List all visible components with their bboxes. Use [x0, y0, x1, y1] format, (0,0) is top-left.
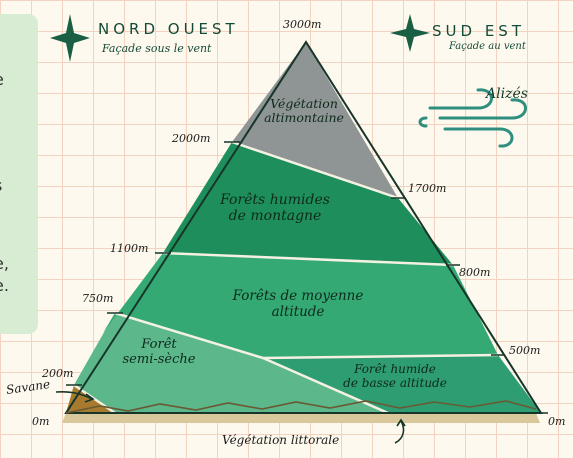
wind-label: Alizés — [486, 86, 528, 102]
zone-label-semi-seche: Forêt semi-sèche — [104, 337, 214, 368]
boundary-line — [162, 251, 454, 267]
boundary-line — [114, 311, 264, 360]
altitude-label-left: 750m — [82, 292, 114, 305]
zone-altimontaine — [232, 42, 398, 198]
zone-littoral-band — [62, 413, 540, 423]
zone-moyenne-altitude — [103, 253, 498, 358]
altitude-label-left: 2000m — [172, 132, 211, 145]
littoral-arrow-head — [396, 418, 406, 427]
zone-label-line: Forêts humides — [220, 192, 330, 208]
zone-label-line: altimontaine — [264, 110, 344, 126]
sidebar-text-fragment: e — [0, 70, 4, 89]
sidebar-panel: e s e, e. — [0, 14, 38, 334]
boundary-line — [262, 353, 499, 360]
zone-basse-altitude — [263, 355, 541, 413]
savane-arrow-head — [84, 393, 95, 403]
header-sud-est: SUD EST — [432, 22, 525, 40]
littoral-arrow — [394, 420, 405, 444]
boundary-line — [231, 140, 399, 200]
subtitle-au-vent: Façade au vent — [449, 41, 526, 52]
littoral-label: Végétation littorale — [222, 433, 340, 447]
zone-label-montagne: Forêts humides de montagne — [200, 192, 350, 224]
zone-label-line: altitude — [271, 303, 325, 320]
sidebar-text-fragment: s — [0, 176, 2, 195]
zone-label-line: de montagne — [228, 208, 322, 225]
zone-montagne — [163, 142, 453, 265]
altitude-label-right: 1700m — [408, 182, 447, 195]
zone-semi-seche — [74, 313, 388, 413]
zone-label-line: Forêt — [141, 337, 177, 352]
zone-label-line: semi-sèche — [122, 351, 196, 367]
zone-label-altimontaine: Végétation altimontaine — [244, 96, 364, 126]
altitude-label-right: 500m — [509, 344, 541, 357]
header-nord-ouest: NORD OUEST — [98, 20, 239, 38]
sidebar-text-fragment: e, — [0, 254, 9, 273]
zone-label-moyenne-altitude: Forêts de moyenne altitude — [218, 288, 378, 320]
zone-label-line: Forêt humide — [354, 362, 436, 376]
zone-label-line: Végétation — [270, 96, 338, 111]
altitude-label-left: 1100m — [110, 242, 149, 255]
zone-label-basse-altitude: Forêt humide de basse altitude — [320, 362, 470, 391]
wind-icon — [418, 88, 527, 148]
altitude-label-left: 200m — [42, 367, 74, 380]
littoral-silhouette — [65, 400, 537, 414]
altitude-label-right: 0m — [548, 415, 566, 428]
altitude-label-summit: 3000m — [283, 18, 322, 31]
savane-arrow — [55, 391, 93, 400]
altitude-label-right: 800m — [459, 266, 491, 279]
zone-label-line: Forêts de moyenne — [232, 288, 364, 304]
altitude-label-left: 0m — [32, 415, 50, 428]
compass-star-icon — [390, 14, 430, 52]
boundary-line — [262, 356, 389, 415]
zone-label-line: de basse altitude — [343, 375, 447, 390]
sidebar-text-fragment: e. — [0, 276, 9, 295]
pyramid-outline — [64, 40, 543, 414]
subtitle-sous-le-vent: Façade sous le vent — [102, 42, 212, 55]
compass-star-icon — [50, 14, 90, 62]
